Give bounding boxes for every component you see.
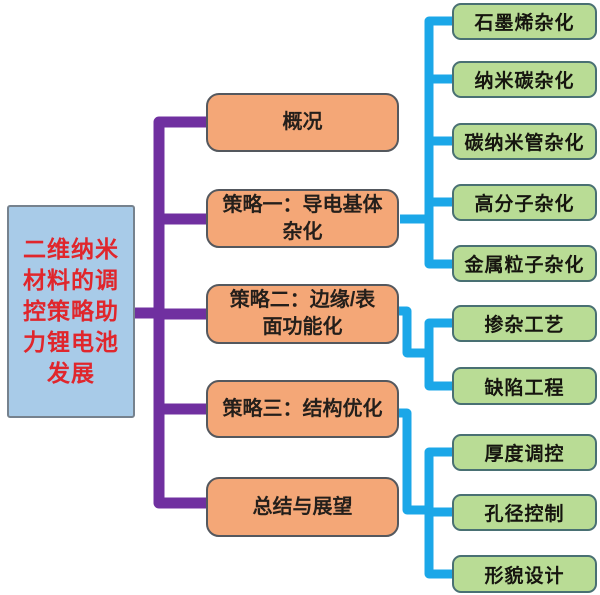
branch-node-strategy3: 策略三：结构优化 bbox=[206, 380, 399, 438]
leaf-node-nanocarbon-hybrid: 纳米碳杂化 bbox=[452, 61, 597, 98]
branch-node-overview: 概况 bbox=[206, 93, 399, 152]
branch-node-strategy1: 策略一：导电基体 杂化 bbox=[206, 189, 399, 248]
leaf-node-defect-engineering: 缺陷工程 bbox=[452, 367, 597, 405]
leaf-node-graphene-hybrid: 石墨烯杂化 bbox=[452, 3, 597, 40]
leaf-node-thickness-control: 厚度调控 bbox=[452, 434, 597, 471]
leaf-node-polymer-hybrid: 高分子杂化 bbox=[452, 184, 597, 221]
leaf-node-pore-size-control: 孔径控制 bbox=[452, 494, 597, 531]
connector-strategy3-leaves bbox=[398, 408, 453, 579]
connector-strategy2-leaves bbox=[398, 306, 453, 391]
leaf-node-morphology-design: 形貌设计 bbox=[452, 555, 597, 593]
leaf-node-cnt-hybrid: 碳纳米管杂化 bbox=[452, 123, 597, 160]
root-node: 二维纳米 材料的调 控策略助 力锂电池 发展 bbox=[7, 205, 135, 418]
connector-strategy1-leaves bbox=[400, 16, 453, 269]
branch-node-strategy2: 策略二：边缘/表 面功能化 bbox=[206, 284, 399, 344]
branch-node-summary: 总结与展望 bbox=[206, 477, 399, 537]
leaf-node-metal-particle-hybrid: 金属粒子杂化 bbox=[452, 245, 597, 282]
leaf-node-doping-process: 掺杂工艺 bbox=[452, 305, 597, 342]
